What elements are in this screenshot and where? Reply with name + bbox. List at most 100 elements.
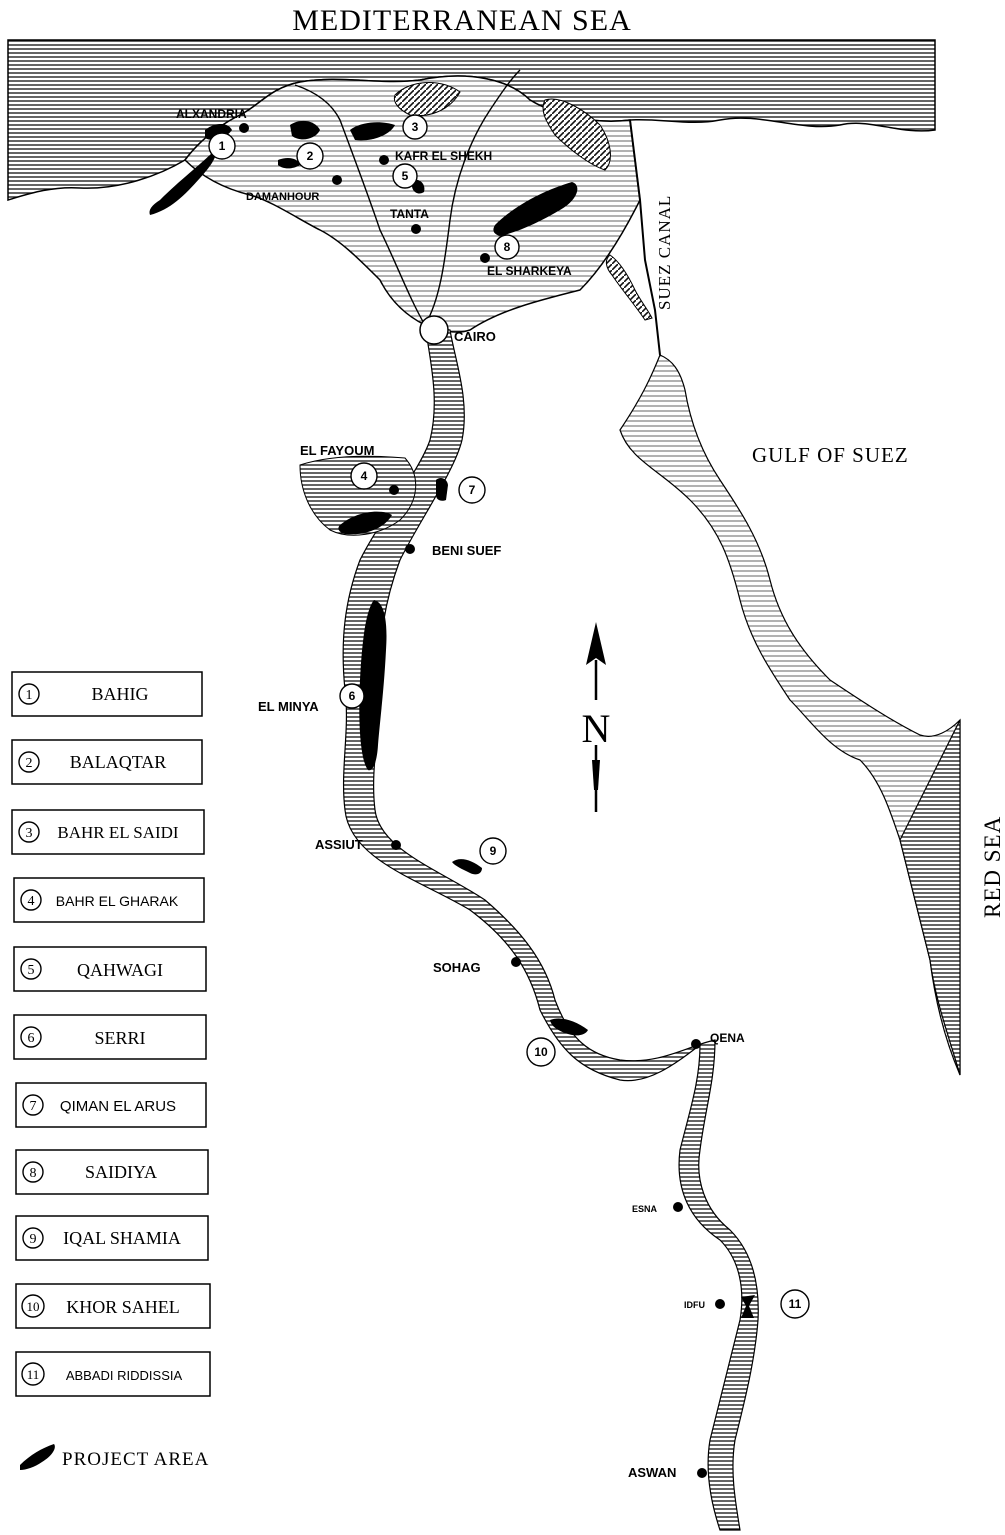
burullus-lake bbox=[393, 82, 461, 117]
svg-text:3: 3 bbox=[412, 120, 419, 134]
nile-valley-shape bbox=[342, 324, 759, 1531]
city-dot-fayoum bbox=[389, 485, 399, 495]
label-damanhour: DAMANHOUR bbox=[246, 191, 319, 203]
marker-5: 5 bbox=[392, 163, 418, 189]
svg-text:BAHR EL GHARAK: BAHR EL GHARAK bbox=[56, 893, 179, 909]
svg-text:8: 8 bbox=[30, 1166, 37, 1181]
city-dot-qena bbox=[691, 1039, 701, 1049]
marker-3: 3 bbox=[402, 114, 428, 140]
svg-text:PROJECT AREA: PROJECT AREA bbox=[62, 1449, 209, 1470]
city-labels: ALXANDRIA DAMANHOUR KAFR EL SHEKH TANTA … bbox=[176, 107, 745, 1480]
project-area-swatch bbox=[20, 1444, 55, 1470]
label-benisuef: BENI SUEF bbox=[432, 543, 501, 558]
svg-text:4: 4 bbox=[28, 894, 35, 909]
svg-text:1: 1 bbox=[26, 688, 33, 703]
svg-text:10: 10 bbox=[534, 1045, 548, 1059]
svg-text:5: 5 bbox=[28, 963, 35, 978]
label-suez-canal: SUEZ CANAL bbox=[655, 195, 674, 310]
marker-11: 11 bbox=[780, 1289, 810, 1319]
marker-8: 8 bbox=[494, 234, 520, 260]
project-markers: 1 2 3 4 5 6 7 8 9 10 11 bbox=[208, 114, 810, 1319]
city-dot-alexandria bbox=[239, 123, 249, 133]
svg-text:7: 7 bbox=[30, 1099, 37, 1114]
marker-4: 4 bbox=[350, 462, 378, 490]
label-sharkeya: EL SHARKEYA bbox=[487, 264, 572, 278]
label-aswan: ASWAN bbox=[628, 1465, 676, 1480]
legend-item-7: 7 QIMAN EL ARUS bbox=[15, 1082, 207, 1128]
label-fayoum: EL FAYOUM bbox=[300, 443, 374, 458]
svg-text:4: 4 bbox=[361, 469, 368, 483]
label-alexandria: ALXANDRIA bbox=[176, 107, 247, 121]
project-area-1 bbox=[149, 150, 216, 215]
legend-item-10: 10 KHOR SAHEL bbox=[15, 1283, 211, 1329]
project-area-6 bbox=[359, 600, 387, 771]
manzala-lake bbox=[542, 98, 611, 171]
svg-text:6: 6 bbox=[28, 1031, 35, 1046]
marker-10: 10 bbox=[526, 1037, 556, 1067]
city-dots bbox=[239, 123, 725, 1478]
svg-text:QIMAN EL ARUS: QIMAN EL ARUS bbox=[60, 1098, 176, 1115]
city-ring-cairo bbox=[419, 315, 449, 345]
svg-text:7: 7 bbox=[469, 483, 476, 497]
label-qena: QENA bbox=[710, 1031, 745, 1045]
svg-text:2: 2 bbox=[307, 149, 314, 163]
legend-project-area: PROJECT AREA bbox=[20, 1444, 209, 1470]
project-area-9 bbox=[452, 859, 482, 875]
project-area-10 bbox=[550, 1018, 588, 1036]
svg-text:BAHIG: BAHIG bbox=[92, 684, 149, 704]
marker-6: 6 bbox=[339, 683, 365, 709]
svg-text:BAHR EL SAIDI: BAHR EL SAIDI bbox=[57, 823, 179, 842]
legend-item-1: 1 BAHIG bbox=[11, 671, 203, 717]
marker-7: 7 bbox=[458, 476, 486, 504]
city-dot-aswan bbox=[697, 1468, 707, 1478]
label-red-sea: RED SEA bbox=[980, 816, 1005, 918]
suez-canal-line bbox=[629, 119, 661, 356]
label-esna: ESNA bbox=[632, 1204, 658, 1214]
project-area-8 bbox=[493, 182, 578, 236]
svg-text:N: N bbox=[582, 706, 611, 751]
svg-text:8: 8 bbox=[504, 240, 511, 254]
svg-text:6: 6 bbox=[349, 689, 356, 703]
label-kafr: KAFR EL SHEKH bbox=[395, 149, 492, 163]
nile-branch-damietta bbox=[424, 69, 521, 326]
project-area-7 bbox=[436, 477, 448, 501]
project-area-2b bbox=[278, 157, 300, 169]
project-area-11 bbox=[741, 1295, 755, 1318]
marker-9: 9 bbox=[479, 837, 507, 865]
city-dot-idfu bbox=[715, 1299, 725, 1309]
label-cairo: CAIRO bbox=[454, 329, 496, 344]
city-dot-esna bbox=[673, 1202, 683, 1212]
city-dot-tanta bbox=[411, 224, 421, 234]
city-dot-sohag bbox=[511, 957, 521, 967]
label-mediterranean: MEDITERRANEAN SEA bbox=[292, 4, 632, 37]
legend-item-4: 4 BAHR EL GHARAK bbox=[13, 877, 205, 923]
svg-text:9: 9 bbox=[490, 844, 497, 858]
project-area-2 bbox=[290, 120, 320, 140]
project-area-3 bbox=[350, 122, 395, 141]
svg-text:10: 10 bbox=[27, 1299, 40, 1314]
svg-text:3: 3 bbox=[26, 826, 33, 841]
legend-item-3: 3 BAHR EL SAIDI bbox=[11, 809, 205, 855]
svg-text:BALAQTAR: BALAQTAR bbox=[70, 752, 167, 772]
label-idfu: IDFU bbox=[684, 1300, 705, 1310]
city-dot-damanhour bbox=[332, 175, 342, 185]
svg-text:11: 11 bbox=[27, 1367, 40, 1382]
svg-text:QAHWAGI: QAHWAGI bbox=[77, 960, 163, 980]
svg-text:9: 9 bbox=[30, 1232, 37, 1247]
label-assiut: ASSIUT bbox=[315, 837, 363, 852]
svg-text:IQAL SHAMIA: IQAL SHAMIA bbox=[63, 1228, 181, 1248]
legend-item-11: 11 ABBADI RIDDISSIA bbox=[15, 1351, 211, 1397]
legend-item-9: 9 IQAL SHAMIA bbox=[15, 1215, 209, 1261]
svg-text:SERRI: SERRI bbox=[94, 1028, 145, 1048]
marker-2: 2 bbox=[296, 142, 324, 170]
project-area-4 bbox=[338, 511, 392, 535]
city-dot-sharkeya bbox=[480, 253, 490, 263]
svg-text:11: 11 bbox=[789, 1297, 802, 1311]
svg-text:KHOR SAHEL: KHOR SAHEL bbox=[66, 1297, 180, 1317]
svg-text:5: 5 bbox=[402, 169, 409, 183]
svg-text:ABBADI RIDDISSIA: ABBADI RIDDISSIA bbox=[66, 1368, 183, 1383]
